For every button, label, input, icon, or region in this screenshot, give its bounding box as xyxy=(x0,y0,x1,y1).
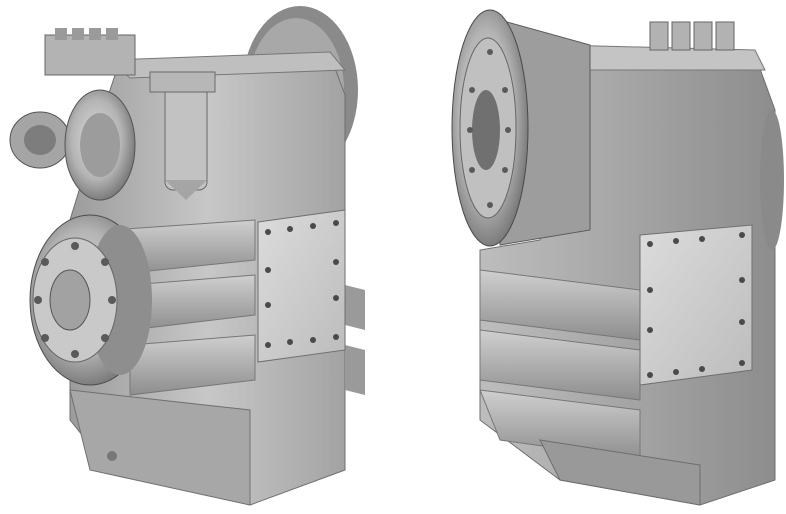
oil-sump xyxy=(69,389,251,506)
gearbox-left xyxy=(9,6,365,506)
oil-filter xyxy=(164,84,208,191)
cover-bolts xyxy=(265,220,339,348)
control-valve-block xyxy=(44,34,136,76)
housing-rib-right-2 xyxy=(479,329,641,401)
gearbox-right xyxy=(451,9,784,506)
oil-sump-right xyxy=(539,439,701,506)
side-cover-plate xyxy=(257,209,346,363)
housing-rib-3 xyxy=(129,334,256,396)
cover-bolts-right xyxy=(647,232,745,378)
side-cover-plate-right xyxy=(639,224,753,386)
end-cover xyxy=(760,110,784,250)
